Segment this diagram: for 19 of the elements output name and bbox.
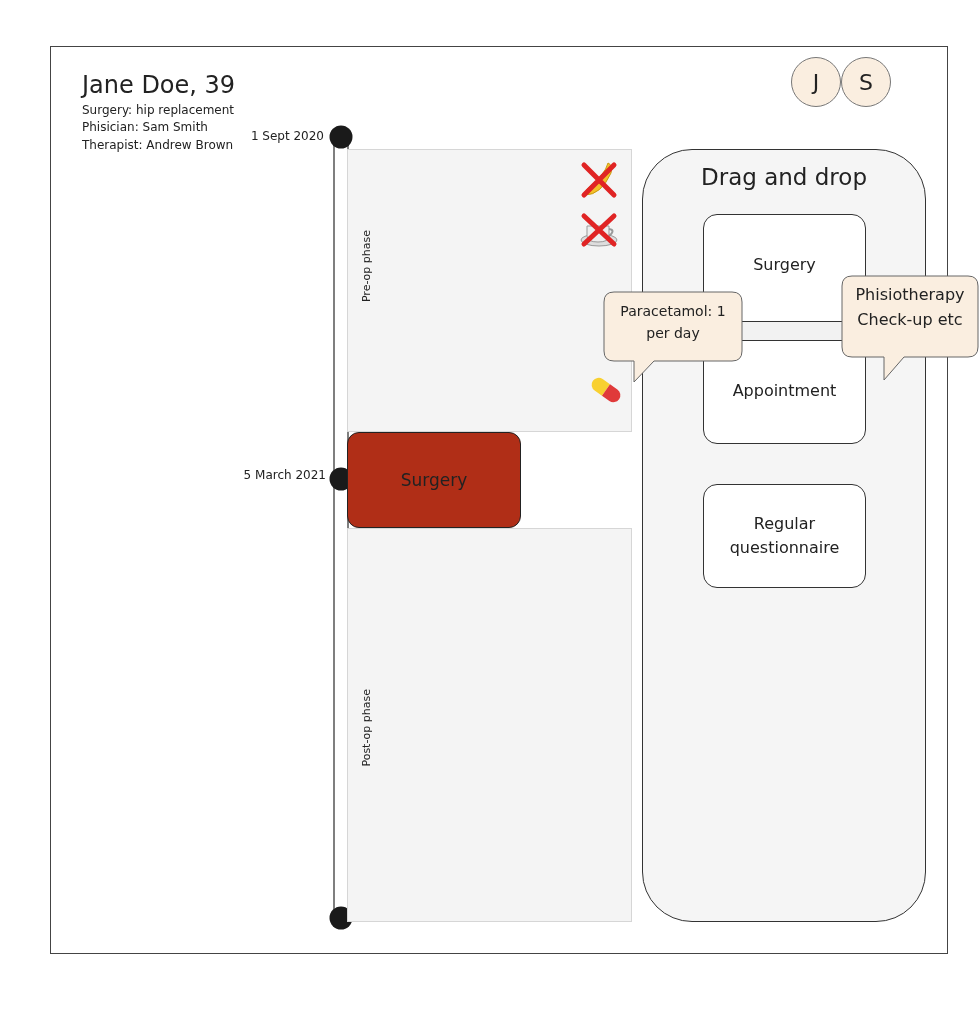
speech-bubble: [604, 292, 742, 382]
card-title: Appointment: [731, 381, 838, 400]
physician-info: Phisician: Sam Smith: [82, 120, 208, 134]
option-card: Regular questionnaire: [703, 484, 866, 588]
patient-name: Jane Doe, 39: [82, 70, 236, 100]
phase-label: Post-op phase: [360, 689, 373, 767]
date-label: 1 Sept 2020: [250, 129, 324, 143]
speech-bubble: [842, 276, 978, 380]
phase-panel: [347, 528, 632, 922]
card-title: Surgery: [752, 255, 817, 274]
option-card: [703, 340, 866, 444]
panel-title: Drag and drop: [700, 164, 868, 190]
bubble-text: Paracetamol: 1 per day: [619, 302, 727, 343]
date-label: 5 March 2021: [242, 468, 326, 482]
bubble-text: Phisiotherapy Check-up etc: [854, 284, 966, 331]
surgery-info: Surgery: hip replacement: [82, 103, 235, 117]
therapist-info: Therapist: Andrew Brown: [82, 138, 234, 152]
surgery-box: Surgery: [347, 432, 521, 528]
phase-label: Pre-op phase: [360, 230, 373, 303]
